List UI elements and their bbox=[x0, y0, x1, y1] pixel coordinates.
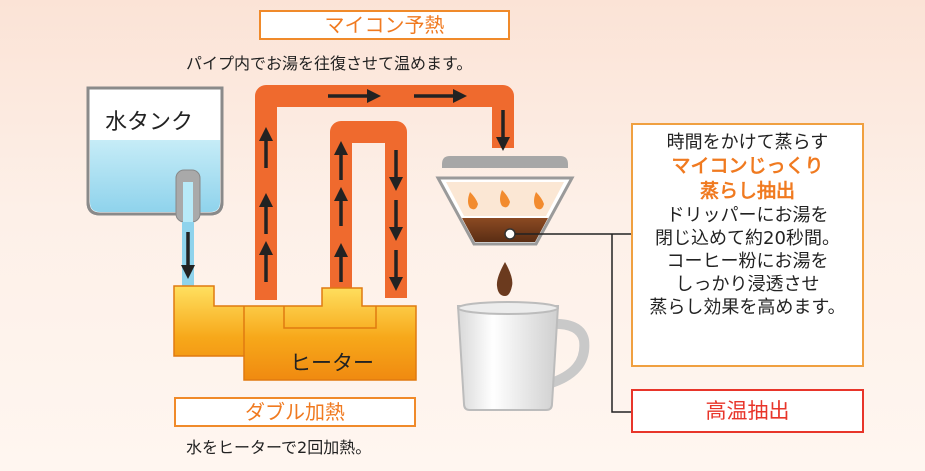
steam-info-box: 時間をかけて蒸らす マイコンじっくり 蒸らし抽出 ドリッパーにお湯を 閉じ込めて… bbox=[631, 123, 864, 367]
coffee-drop-icon bbox=[496, 262, 513, 296]
double-heating-title: ダブル加熱 bbox=[174, 397, 416, 427]
tank-label: 水タンク bbox=[105, 110, 194, 135]
info-body-line: 閉じ込めて約20秒間。 bbox=[655, 228, 840, 249]
info-highlight-1: マイコンじっくり bbox=[671, 155, 824, 177]
info-body-line: しっかり浸透させ bbox=[675, 274, 820, 295]
dripper bbox=[435, 156, 575, 246]
hot-extraction-box: 高温抽出 bbox=[631, 389, 864, 433]
heater-label: ヒーター bbox=[290, 351, 374, 375]
info-intro: 時間をかけて蒸らす bbox=[666, 132, 829, 153]
info-body-line: 蒸らし効果を高めます。 bbox=[649, 297, 846, 318]
preheat-caption: パイプ内でお湯を往復させて温めます。 bbox=[186, 54, 473, 73]
info-body-line: コーヒー粉にお湯を bbox=[666, 251, 829, 272]
flow-arrows bbox=[259, 89, 510, 291]
heater-block bbox=[173, 285, 417, 381]
water-inlet-pipe bbox=[181, 222, 195, 286]
leader-lines bbox=[515, 233, 631, 413]
coffee-mug bbox=[456, 301, 590, 411]
double-heating-caption: 水をヒーターで2回加熱。 bbox=[186, 438, 372, 457]
preheat-title: マイコン予熱 bbox=[259, 10, 510, 40]
info-body-line: ドリッパーにお湯を bbox=[666, 205, 829, 226]
water-tank bbox=[86, 86, 224, 223]
info-highlight-2: 蒸らし抽出 bbox=[699, 180, 795, 202]
